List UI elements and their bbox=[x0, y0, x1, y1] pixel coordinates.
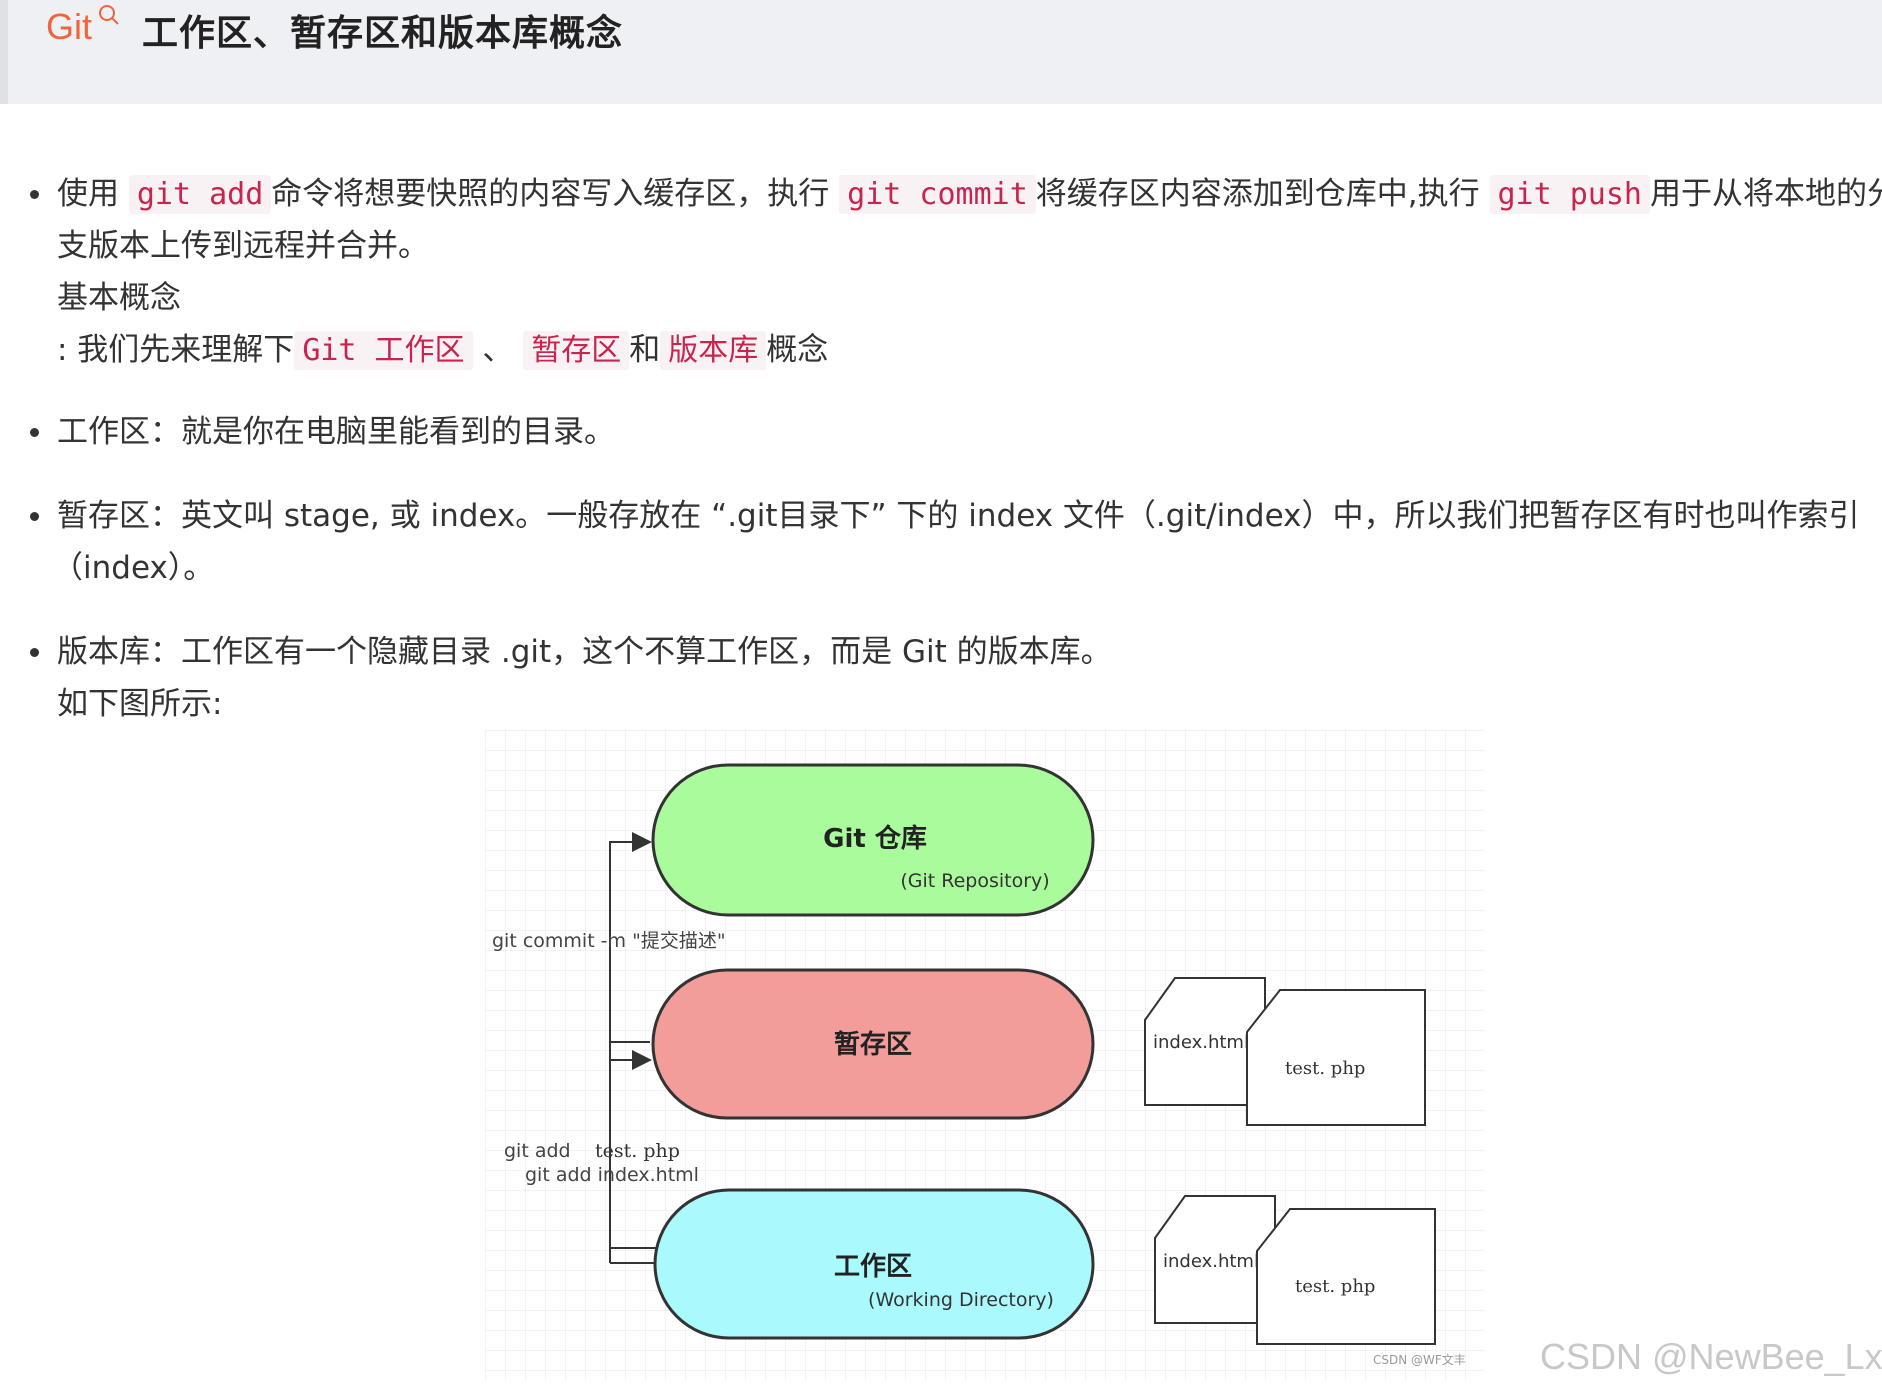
stage-file-index-label: index.html bbox=[1153, 1032, 1249, 1053]
add-label-1: git add bbox=[504, 1140, 571, 1162]
work-file-test-label: test. php bbox=[1295, 1276, 1375, 1297]
item2-text: 工作区：就是你在电脑里能看到的目录。 bbox=[57, 414, 615, 450]
code-stage: 暂存区 bbox=[523, 331, 630, 370]
git-areas-diagram: Git 仓库 (Git Repository) git commit -m "提… bbox=[485, 730, 1485, 1380]
repo-title: Git 仓库 bbox=[823, 823, 927, 854]
add-label-1-file: test. php bbox=[595, 1140, 680, 1162]
work-subtitle: (Working Directory) bbox=[868, 1289, 1054, 1311]
page-header: Git 工作区、暂存区和版本库概念 bbox=[0, 0, 1882, 104]
item3-line2: （index）。 bbox=[52, 550, 215, 586]
code-git-commit: git commit bbox=[839, 175, 1036, 214]
bullet bbox=[30, 190, 39, 199]
code-repo: 版本库 bbox=[660, 331, 767, 370]
page-title: 工作区、暂存区和版本库概念 bbox=[142, 13, 624, 54]
add-arrow bbox=[609, 1050, 652, 1263]
code-git-workspace: Git 工作区 bbox=[294, 331, 473, 370]
page-watermark: CSDN @NewBee_Lxx bbox=[1540, 1336, 1882, 1377]
stage-title: 暂存区 bbox=[834, 1029, 912, 1060]
stage-file-test-label: test. php bbox=[1285, 1058, 1365, 1079]
bullet bbox=[30, 648, 39, 657]
bullet bbox=[30, 428, 39, 437]
working-directory-box bbox=[653, 1188, 1095, 1340]
item4-line1: 版本库：工作区有一个隐藏目录 .git，这个不算工作区，而是 Git 的版本库。 bbox=[57, 634, 1112, 670]
git-repository-box bbox=[651, 763, 1095, 917]
staging-area-box bbox=[651, 968, 1095, 1120]
item3-line1: 暂存区：英文叫 stage, 或 index。一般存放在 “.git目录下” 下… bbox=[57, 498, 1860, 534]
work-file-index-label: index.html bbox=[1163, 1251, 1259, 1272]
bullet bbox=[30, 512, 39, 521]
item4-line2: 如下图所示: bbox=[57, 686, 223, 722]
commit-arrow bbox=[609, 832, 685, 1249]
search-icon[interactable] bbox=[98, 4, 120, 28]
item1-line3: 基本概念 bbox=[57, 280, 181, 316]
git-tag-link[interactable]: Git bbox=[46, 6, 93, 47]
work-file-test bbox=[1256, 1208, 1436, 1345]
item1-line2: 支版本上传到远程并合并。 bbox=[57, 228, 429, 264]
repo-subtitle: (Git Repository) bbox=[900, 870, 1049, 892]
code-git-push: git push bbox=[1489, 175, 1650, 214]
commit-label: git commit -m "提交描述" bbox=[492, 930, 726, 952]
add-label-2: git add index.html bbox=[525, 1164, 699, 1186]
diagram-watermark: CSDN @WF文丰 bbox=[1373, 1352, 1466, 1367]
header-accent-bar bbox=[0, 0, 8, 104]
code-git-add: git add bbox=[128, 175, 272, 214]
stage-file-test bbox=[1246, 989, 1426, 1126]
work-title: 工作区 bbox=[834, 1252, 912, 1282]
